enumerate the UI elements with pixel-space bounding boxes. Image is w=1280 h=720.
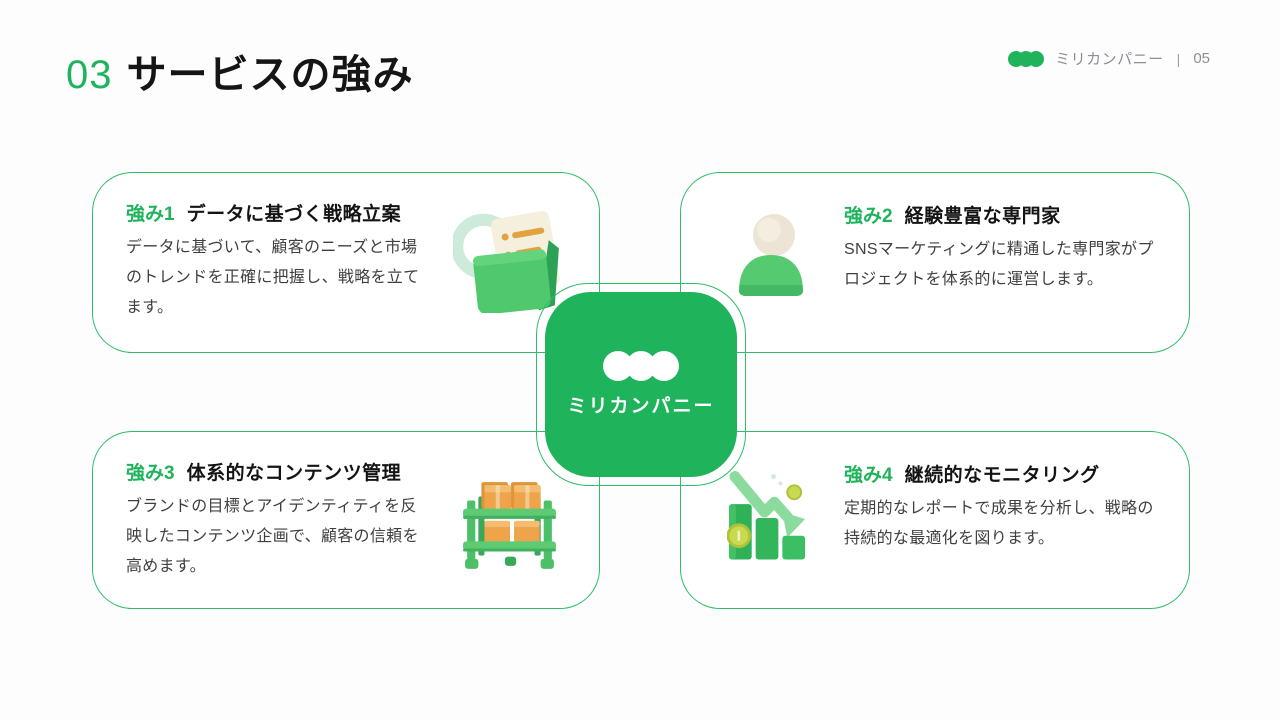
card-strength-3: 強み3 体系的なコンテンツ管理 ブランドの目標とアイデンティティを反映したコンテ… — [92, 431, 600, 609]
card-title-row: 強み4 継続的なモニタリング — [844, 460, 1100, 487]
strength-body: 定期的なレポートで成果を分析し、戦略の持続的な最適化を図ります。 — [844, 500, 1154, 547]
badge-brand-name: ミリカンパニー — [567, 396, 715, 417]
strength-title: データに基づく戦略立案 — [186, 204, 402, 225]
brand-mark: ミリカンパニー | 05 — [1008, 48, 1210, 69]
shelf-boxes-3d-icon — [463, 482, 556, 569]
card-title-row: 強み3 体系的なコンテンツ管理 — [126, 458, 401, 485]
strength-label: 強み3 — [126, 463, 175, 484]
strength-label: 強み2 — [844, 206, 893, 227]
section-number: 03 — [66, 53, 113, 97]
center-badge: ミリカンパニー — [545, 292, 737, 477]
badge-dots-icon — [603, 351, 679, 381]
strength-title: 経験豊富な専門家 — [904, 206, 1061, 227]
strength-body: データに基づいて、顧客のニーズと市場のトレンドを正確に把握し、戦略を立てます。 — [126, 239, 420, 316]
center-badge-outline — [536, 283, 746, 486]
card-strength-1: 強み1 データに基づく戦略立案 データに基づいて、顧客のニーズと市場のトレンドを… — [92, 172, 600, 353]
page-title: サービスの強み — [126, 53, 414, 97]
strength-label: 強み1 — [126, 204, 175, 225]
strength-title: 継続的なモニタリング — [904, 465, 1100, 486]
card-strength-4: 強み4 継続的なモニタリング 定期的なレポートで成果を分析し、戦略の持続的な最適… — [680, 431, 1190, 609]
bar-chart-decline-3d-icon — [727, 471, 806, 560]
strength-label: 強み4 — [844, 465, 893, 486]
page-number: 05 — [1193, 50, 1210, 67]
strength-body: ブランドの目標とアイデンティティを反映したコンテンツ企画で、顧客の信頼を高めます… — [126, 498, 419, 575]
brand-dots-icon — [1008, 50, 1045, 67]
person-3d-icon — [739, 214, 803, 296]
folder-search-3d-icon — [453, 210, 560, 313]
slide-header: 03 サービスの強み — [66, 42, 414, 100]
strength-title: 体系的なコンテンツ管理 — [186, 463, 402, 484]
brand-divider: | — [1176, 50, 1181, 67]
strength-body: SNSマーケティングに精通した専門家がプロジェクトを体系的に運営します。 — [844, 241, 1154, 288]
card-title-row: 強み2 経験豊富な専門家 — [844, 201, 1061, 228]
card-title-row: 強み1 データに基づく戦略立案 — [126, 199, 401, 226]
brand-name: ミリカンパニー — [1055, 51, 1164, 68]
card-strength-2: 強み2 経験豊富な専門家 SNSマーケティングに精通した専門家がプロジェクトを体… — [680, 172, 1190, 353]
